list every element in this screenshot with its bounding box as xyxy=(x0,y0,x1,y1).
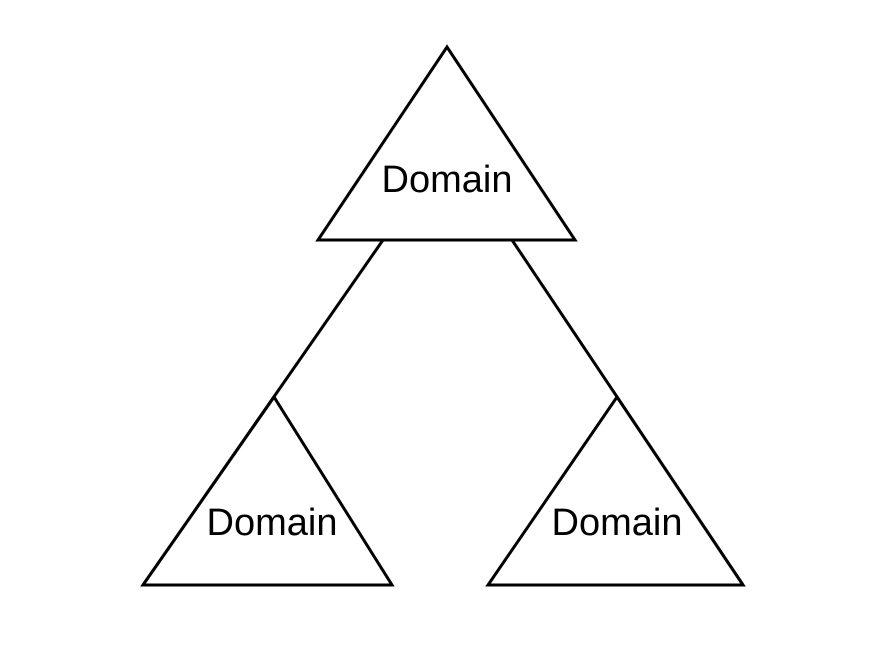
bottom-left-triangle-label: Domain xyxy=(207,502,338,544)
bottom-right-triangle xyxy=(485,394,746,587)
top-triangle xyxy=(315,44,578,242)
bottom-right-triangle-label: Domain xyxy=(552,502,683,544)
top-triangle-label: Domain xyxy=(382,159,513,201)
bottom-left-triangle xyxy=(140,394,395,587)
